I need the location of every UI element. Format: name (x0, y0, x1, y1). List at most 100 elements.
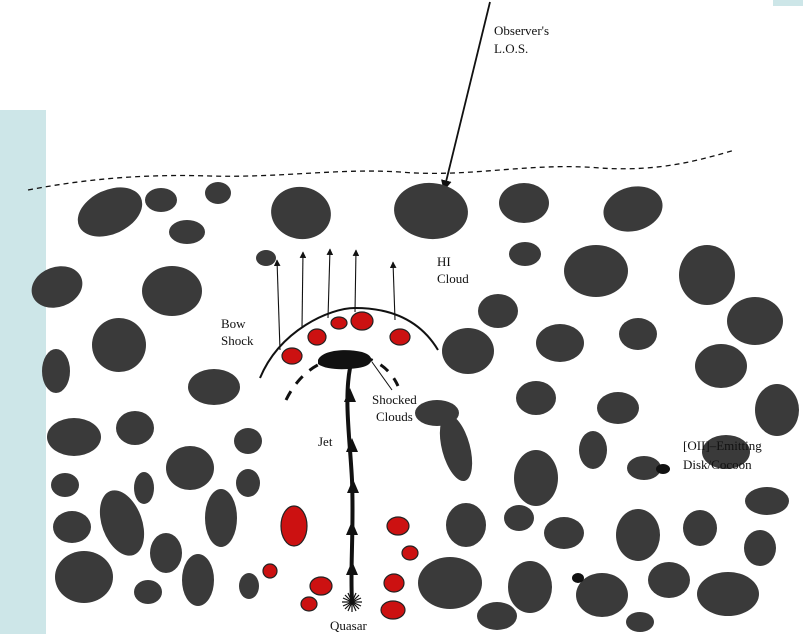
hi-cloud (627, 456, 661, 480)
hi-cloud (509, 242, 541, 266)
hi-cloud (564, 245, 628, 297)
hi-cloud (626, 612, 654, 632)
hi-cloud (166, 446, 214, 490)
hi-cloud (683, 510, 717, 546)
quasar-label: Quasar (330, 618, 367, 633)
outflow-arrow (302, 252, 303, 328)
hi-cloud (134, 472, 154, 504)
observer-los-arrow (444, 2, 490, 190)
jet-head (318, 350, 371, 369)
shocked-cloud (282, 348, 302, 364)
oii-label-line1: [OII]–Emitting (683, 438, 762, 453)
shocked-cloud (351, 312, 373, 330)
hi-cloud (695, 344, 747, 388)
hi-cloud (499, 183, 549, 223)
jet-knot (347, 479, 359, 493)
hi-cloud (51, 473, 79, 497)
shocked-cloud (281, 506, 307, 546)
shocked-clouds-label-line1: Shocked (372, 392, 417, 407)
hi-cloud (205, 182, 231, 204)
hi-cloud (53, 511, 91, 543)
hi-cloud (145, 188, 177, 212)
hi-cloud (679, 245, 735, 305)
hi-cloud (478, 294, 518, 328)
outflow-arrow (328, 249, 330, 318)
jet-knot (346, 521, 358, 535)
hi-cloud (442, 328, 494, 374)
hi-cloud-label-line2: Cloud (437, 271, 469, 286)
shocked-clouds-label: Shocked Clouds (372, 392, 420, 424)
hi-cloud (597, 392, 639, 424)
left-frame-panel (0, 110, 46, 634)
hi-cloud (745, 487, 789, 515)
oii-emitting-blob (656, 464, 670, 474)
hi-cloud (55, 551, 113, 603)
medium-boundary-dashed (28, 150, 735, 190)
hi-cloud (579, 431, 607, 469)
hi-cloud (697, 572, 759, 616)
hi-cloud (536, 324, 584, 362)
hi-cloud (182, 554, 214, 606)
jet-knot (346, 561, 358, 575)
hi-cloud (514, 450, 558, 506)
hi-cloud (392, 180, 471, 242)
bow-shock-label-line1: Bow (221, 316, 246, 331)
bow-shock-label-line2: Shock (221, 333, 254, 348)
shocked-cloud (263, 564, 277, 578)
hi-cloud (516, 381, 556, 415)
hi-cloud (205, 489, 237, 547)
outflow-arrows (277, 249, 395, 350)
hi-cloud (446, 503, 486, 547)
hi-cloud (598, 180, 667, 238)
hi-cloud (418, 557, 482, 609)
shocked-cloud (402, 546, 418, 560)
hi-cloud (234, 428, 262, 454)
observer-label-line2: L.O.S. (494, 41, 528, 56)
hi-cloud (92, 318, 146, 372)
hi-cloud (236, 469, 260, 497)
hi-cloud (544, 517, 584, 549)
outflow-arrow (277, 260, 280, 350)
hi-cloud (576, 573, 628, 617)
observer-label: Observer's L.O.S. (494, 23, 552, 56)
hi-cloud (70, 178, 150, 247)
hi-cloud-label-line1: HI (437, 254, 451, 269)
shocked-cloud (331, 317, 347, 329)
outflow-arrow (393, 262, 395, 320)
hi-cloud (616, 509, 660, 561)
hi-cloud (169, 220, 205, 244)
quasar-icon (342, 592, 362, 612)
hi-cloud (648, 562, 690, 598)
hi-cloud-label: HI Cloud (437, 254, 469, 286)
hi-cloud (727, 297, 783, 345)
hi-cloud (477, 602, 517, 630)
outflow-arrow (355, 250, 356, 312)
hi-cloud (755, 384, 799, 436)
hi-cloud (47, 418, 101, 456)
hi-cloud (619, 318, 657, 350)
shocked-cloud (381, 601, 405, 619)
hi-cloud (508, 561, 552, 613)
hi-cloud (239, 573, 259, 599)
hi-cloud (744, 530, 776, 566)
jet-label: Jet (318, 434, 333, 449)
small-black-blob (572, 573, 584, 583)
hi-cloud (42, 349, 70, 393)
shocked-cloud (384, 574, 404, 592)
hi-cloud (267, 182, 335, 244)
hi-cloud (116, 411, 154, 445)
shocked-cloud (310, 577, 332, 595)
bow-shock-label: Bow Shock (221, 316, 254, 348)
top-right-frame-panel (773, 0, 803, 6)
shocked-cloud (308, 329, 326, 345)
hi-cloud (142, 266, 202, 316)
shocked-cloud (301, 597, 317, 611)
hi-cloud (150, 533, 182, 573)
hi-cloud (256, 250, 276, 266)
observer-label-line1: Observer's (494, 23, 549, 38)
shocked-cloud (390, 329, 410, 345)
hi-cloud (134, 580, 162, 604)
hi-cloud (188, 369, 240, 405)
shocked-clouds-label-line2: Clouds (376, 409, 413, 424)
